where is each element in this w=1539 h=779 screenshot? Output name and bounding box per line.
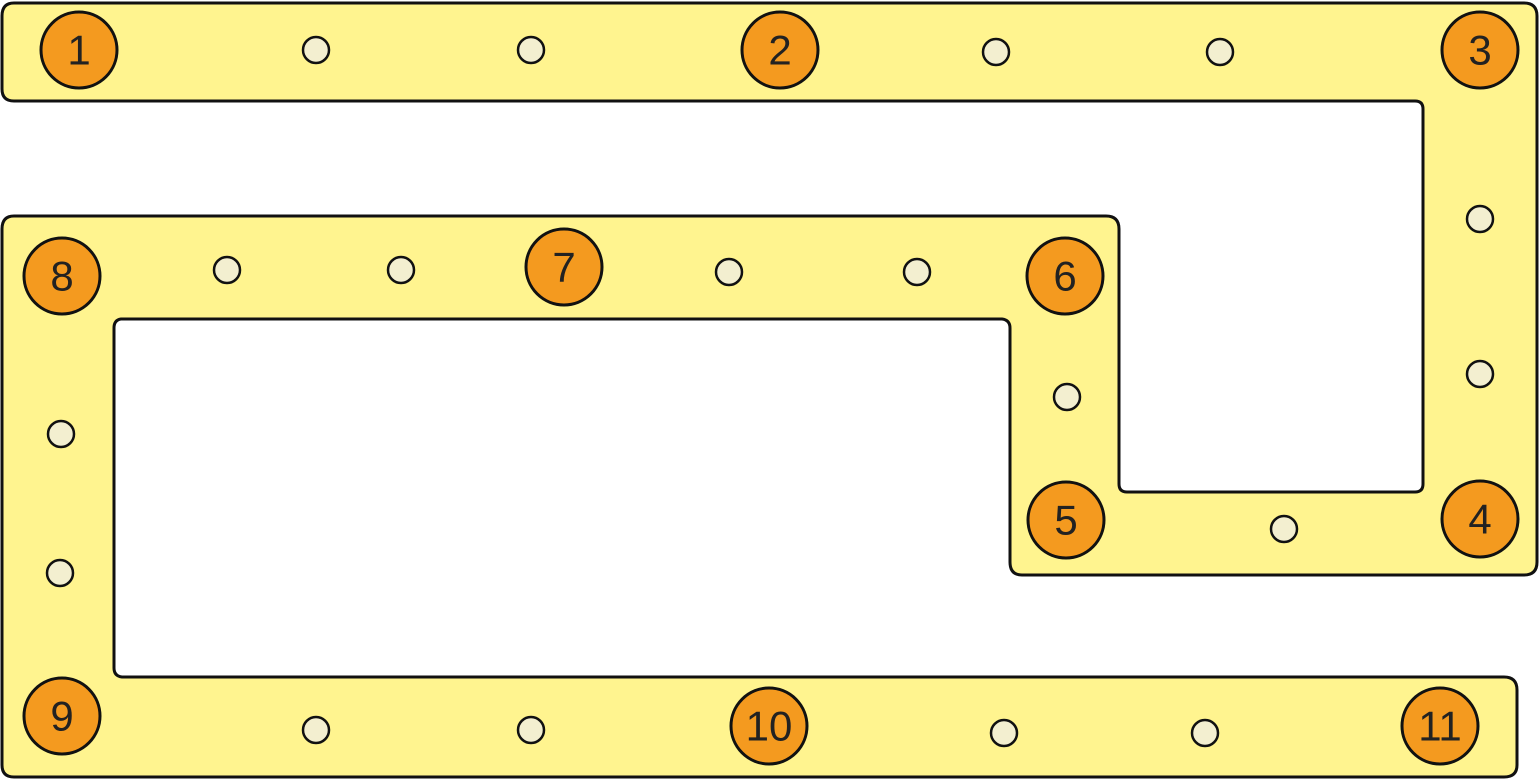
station-1[interactable]: 1	[39, 10, 119, 90]
station-2[interactable]: 2	[740, 10, 820, 90]
track-hole	[516, 715, 546, 745]
station-4[interactable]: 4	[1440, 479, 1520, 559]
track-hole	[1205, 37, 1235, 67]
track-hole	[516, 35, 546, 65]
station-label: 8	[50, 253, 73, 300]
track-holes	[45, 35, 1495, 748]
station-disc	[1400, 686, 1480, 766]
stations: 1 2 3 4 5 6 7 8	[22, 10, 1520, 766]
station-disc	[524, 227, 604, 307]
track-hole	[981, 37, 1011, 67]
station-5[interactable]: 5	[1026, 480, 1106, 560]
station-disc	[729, 686, 809, 766]
station-label: 9	[50, 693, 73, 740]
station-disc	[22, 236, 102, 316]
track-hole	[301, 715, 331, 745]
station-disc	[740, 10, 820, 90]
station-disc	[1025, 236, 1105, 316]
station-label: 7	[552, 244, 575, 291]
station-9[interactable]: 9	[22, 676, 102, 756]
station-label: 5	[1054, 497, 1077, 544]
track-hole	[1465, 359, 1495, 389]
station-disc	[22, 676, 102, 756]
track-hole	[386, 255, 416, 285]
station-label: 4	[1468, 496, 1491, 543]
track-hole	[1465, 204, 1495, 234]
station-disc	[1026, 480, 1106, 560]
station-disc	[1440, 10, 1520, 90]
station-8[interactable]: 8	[22, 236, 102, 316]
track-hole	[989, 718, 1019, 748]
track-hole	[714, 257, 744, 287]
track-hole	[1052, 382, 1082, 412]
station-6[interactable]: 6	[1025, 236, 1105, 316]
station-disc	[39, 10, 119, 90]
station-7[interactable]: 7	[524, 227, 604, 307]
station-disc	[1440, 479, 1520, 559]
station-label: 6	[1053, 253, 1076, 300]
station-10[interactable]: 10	[729, 686, 809, 766]
station-label: 11	[1418, 703, 1462, 750]
station-label: 2	[768, 27, 791, 74]
station-label: 3	[1468, 27, 1491, 74]
track-hole	[46, 419, 76, 449]
track-hole	[45, 558, 75, 588]
track-hole	[1269, 514, 1299, 544]
track-hole	[212, 255, 242, 285]
station-3[interactable]: 3	[1440, 10, 1520, 90]
station-label: 10	[746, 703, 793, 750]
track-hole	[902, 257, 932, 287]
track-hole	[301, 35, 331, 65]
track-hole	[1190, 718, 1220, 748]
station-label: 1	[67, 27, 90, 74]
station-11[interactable]: 11	[1400, 686, 1480, 766]
